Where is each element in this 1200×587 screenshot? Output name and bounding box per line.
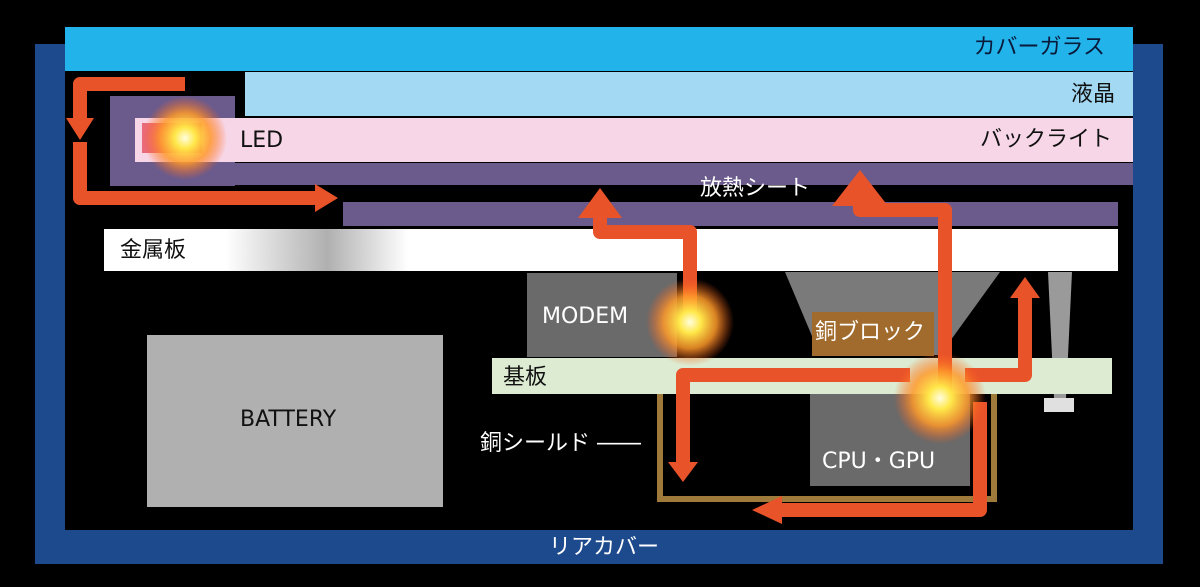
modem-arrow: [593, 216, 697, 320]
board-label: 基板: [503, 365, 548, 390]
heat-arrow-icon: [73, 77, 1032, 517]
backlight-base-band: [110, 163, 1133, 185]
cover-glass-label: カバーガラス: [973, 35, 1105, 60]
rear-cover-layer: [35, 530, 1163, 564]
copper-block-label: 銅ブロック: [815, 320, 926, 345]
cpu-arrow-right: [965, 296, 1032, 382]
battery-label: BATTERY: [240, 407, 337, 432]
rear-cover-label: リアカバー: [549, 535, 660, 560]
cpu-arrow-left: [676, 368, 910, 462]
led-arrow-top: [73, 77, 185, 120]
arrowheads: [66, 118, 1040, 524]
copper-shield-label: 銅シールド ――: [480, 431, 641, 456]
cpu-gpu-label: CPU・GPU: [822, 449, 936, 474]
metal-plate-label: 金属板: [120, 238, 187, 263]
cover-glass-layer: [65, 27, 1133, 71]
heat-glow-icon: [646, 278, 734, 366]
heat-sheet-label: 放熱シート: [700, 176, 811, 201]
modem-label: MODEM: [542, 304, 629, 329]
heat-sheet-layer: [343, 202, 1118, 226]
led-arrow-bottom: [73, 142, 315, 205]
backlight-label: バックライト: [979, 127, 1112, 152]
cpu-arrow-bottom: [780, 402, 987, 517]
heat-glow-icon: [143, 96, 227, 180]
backlight-layer: [135, 118, 1133, 162]
lcd-layer: [245, 72, 1133, 116]
copper-block: [812, 312, 934, 356]
battery: [147, 335, 443, 507]
cpu-arrow-up: [853, 203, 952, 400]
copper-shield: [657, 394, 997, 502]
led-label: LED: [240, 128, 284, 153]
screw-base: [1044, 398, 1074, 412]
heat-glow-icon: [894, 352, 986, 444]
lcd-label: 液晶: [1070, 82, 1115, 107]
